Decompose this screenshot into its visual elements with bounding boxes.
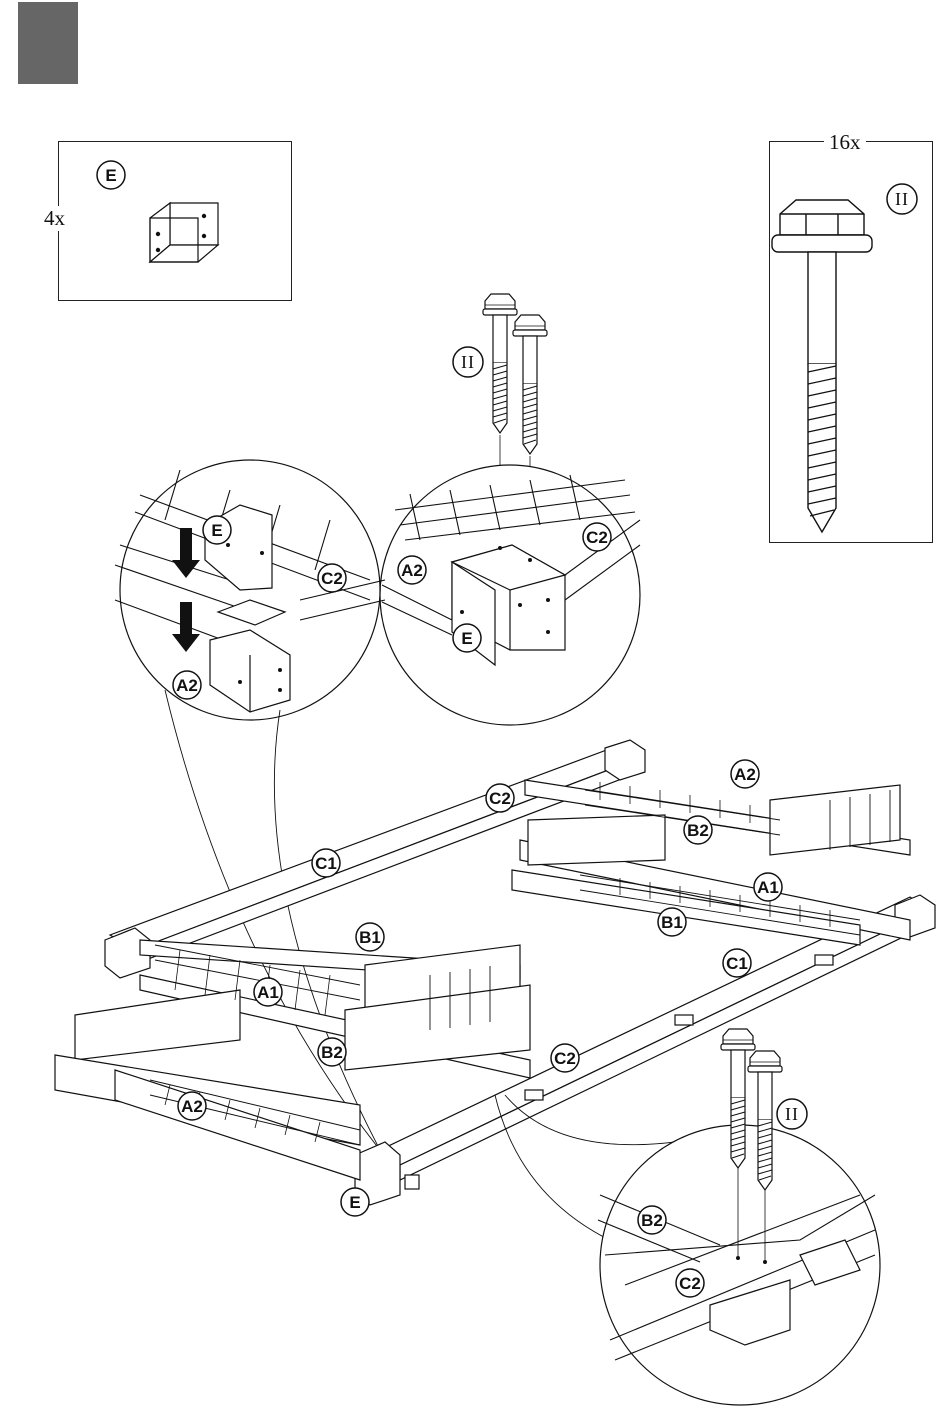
- svg-text:C2: C2: [554, 1049, 576, 1068]
- part-label-b1-back: B1: [658, 908, 686, 936]
- part-label-a2-back: A2: [731, 760, 759, 788]
- part-label-c1-back: C1: [312, 849, 340, 877]
- svg-text:B2: B2: [641, 1211, 663, 1230]
- svg-text:A2: A2: [401, 561, 423, 580]
- svg-text:C2: C2: [489, 789, 511, 808]
- svg-text:A2: A2: [734, 765, 756, 784]
- part-label-b2-front: B2: [318, 1038, 346, 1066]
- svg-text:II: II: [461, 352, 475, 372]
- part-label-e-box: E: [97, 161, 125, 189]
- part-label-e-left-detail: E: [203, 516, 231, 544]
- corner-bracket-icon: [150, 203, 218, 262]
- svg-text:B1: B1: [661, 913, 683, 932]
- part-label-c2-bottom-detail: C2: [676, 1269, 704, 1297]
- svg-text:A1: A1: [257, 983, 279, 1002]
- part-label-c1-front: C1: [723, 949, 751, 977]
- detail-circle-right: [380, 465, 640, 725]
- svg-text:II: II: [785, 1104, 799, 1124]
- part-label-a2-front: A2: [178, 1092, 206, 1120]
- svg-text:B2: B2: [321, 1043, 343, 1062]
- svg-text:B1: B1: [359, 928, 381, 947]
- part-label-ii-bottom: II: [777, 1099, 807, 1129]
- part-label-a2-right-detail: A2: [398, 556, 426, 584]
- svg-text:C2: C2: [586, 528, 608, 547]
- part-label-c2-left-detail: C2: [318, 564, 346, 592]
- part-label-e-front: E: [341, 1188, 369, 1216]
- part-label-b1-front: B1: [356, 923, 384, 951]
- svg-text:E: E: [461, 629, 472, 648]
- part-label-e-right-detail: E: [453, 624, 481, 652]
- part-label-ii-box: II: [887, 184, 917, 214]
- part-label-c2-right-detail: C2: [583, 523, 611, 551]
- part-label-c2-back: C2: [486, 784, 514, 812]
- part-label-a1-back: A1: [754, 873, 782, 901]
- part-label-c2-front: C2: [551, 1044, 579, 1072]
- svg-text:C2: C2: [679, 1274, 701, 1293]
- part-label-ii-top: II: [453, 347, 483, 377]
- svg-text:E: E: [105, 166, 116, 185]
- svg-text:C2: C2: [321, 569, 343, 588]
- svg-text:E: E: [211, 521, 222, 540]
- svg-text:B2: B2: [687, 821, 709, 840]
- part-label-a2-left-detail: A2: [173, 671, 201, 699]
- svg-text:A2: A2: [181, 1097, 203, 1116]
- svg-text:A2: A2: [176, 676, 198, 695]
- part-label-b2-back: B2: [684, 816, 712, 844]
- svg-text:C1: C1: [726, 954, 748, 973]
- part-label-b2-bottom-detail: B2: [638, 1206, 666, 1234]
- svg-text:E: E: [349, 1193, 360, 1212]
- detail-circle-left: [115, 460, 385, 720]
- svg-text:A1: A1: [757, 878, 779, 897]
- hex-screw-icon: [772, 200, 872, 532]
- svg-text:II: II: [895, 189, 909, 209]
- svg-text:C1: C1: [315, 854, 337, 873]
- part-label-a1-front: A1: [254, 978, 282, 1006]
